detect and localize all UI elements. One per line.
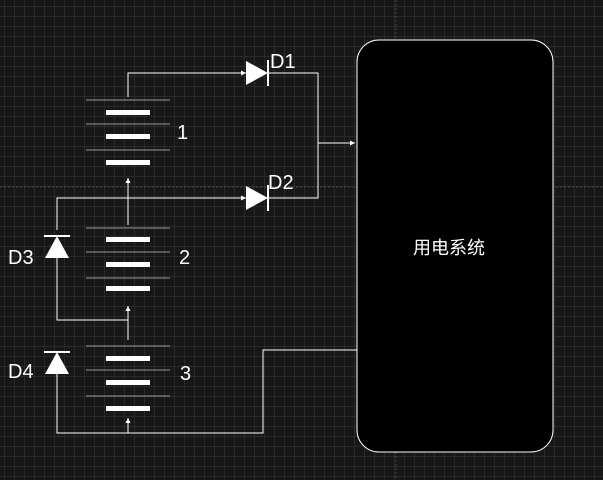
wire-d3-to-d2 bbox=[56, 195, 246, 230]
diode-d1-icon bbox=[246, 60, 269, 86]
label-d1: D1 bbox=[270, 51, 296, 73]
diode-d2-icon bbox=[246, 185, 269, 211]
label-power-system: 用电系统 bbox=[413, 238, 485, 258]
label-battery-2: 2 bbox=[179, 247, 191, 269]
wires bbox=[56, 70, 357, 434]
label-d4: D4 bbox=[8, 361, 34, 383]
diode-d3-icon bbox=[44, 235, 70, 258]
wire-to-d1 bbox=[127, 70, 246, 97]
label-battery-1: 1 bbox=[177, 122, 189, 144]
label-d3: D3 bbox=[8, 247, 34, 269]
wire-d4-return bbox=[56, 349, 357, 434]
diode-d4-icon bbox=[44, 351, 70, 374]
power-system-box bbox=[356, 39, 554, 453]
wire-d3-bottom bbox=[56, 258, 128, 321]
battery-3 bbox=[86, 345, 170, 411]
wire-d1-d2-merge bbox=[268, 72, 319, 199]
battery-2 bbox=[86, 227, 170, 291]
battery-1 bbox=[86, 99, 170, 165]
label-d2: D2 bbox=[268, 172, 294, 194]
label-battery-3: 3 bbox=[180, 363, 192, 385]
